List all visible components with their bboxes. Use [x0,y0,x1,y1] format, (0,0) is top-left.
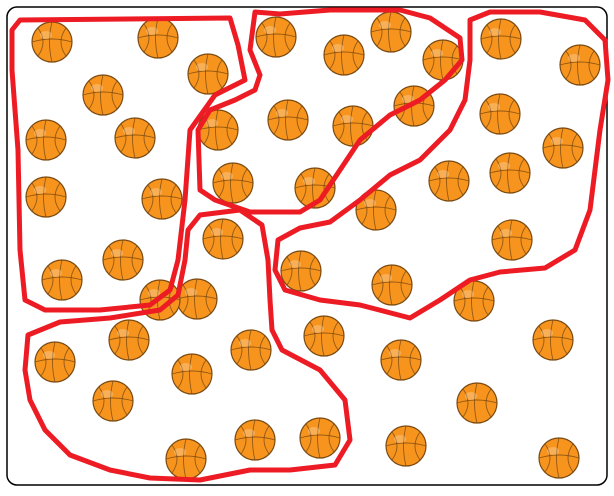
basketball-icon [188,54,228,94]
basketball-icon [93,381,133,421]
basketball-icon [35,342,75,382]
basketball-icon [109,320,149,360]
basketball-icon [235,420,275,460]
basketball-icon [42,260,82,300]
basketball-icon [429,161,469,201]
basketball-icon [268,100,308,140]
basketball-icon [372,265,412,305]
basketball-icon [177,279,217,319]
basketball-icon [115,118,155,158]
basketball-icon [231,330,271,370]
basketball-icon [480,94,520,134]
basketball-icon [213,163,253,203]
basketball-icon [324,35,364,75]
basketball-icon [142,179,182,219]
basketball-icon [304,316,344,356]
basketball-icon [203,219,243,259]
basketball-icon [490,153,530,193]
basketball-icon [138,18,178,58]
basketball-icon [26,177,66,217]
basketball-icon [300,418,340,458]
basketball-icon [32,22,72,62]
basketball-icon [371,12,411,52]
basketball-icon [457,383,497,423]
basketball-icon [539,438,579,478]
basketball-icon [83,75,123,115]
basketball-icon [543,128,583,168]
basketball-icon [423,40,463,80]
basketball-icon [26,120,66,160]
basketball-icon [256,17,296,57]
basketball-icon [333,106,373,146]
basketball-icon [492,220,532,260]
basketball-icon [281,251,321,291]
basketball-icon [103,240,143,280]
basketball-icon [166,439,206,479]
basketball-icon [481,19,521,59]
basketball-icon [172,354,212,394]
basketball-icon [533,320,573,360]
basketball-icon [386,426,426,466]
basketball-icon [560,45,600,85]
basketball-set [26,12,600,479]
basketball-icon [381,340,421,380]
